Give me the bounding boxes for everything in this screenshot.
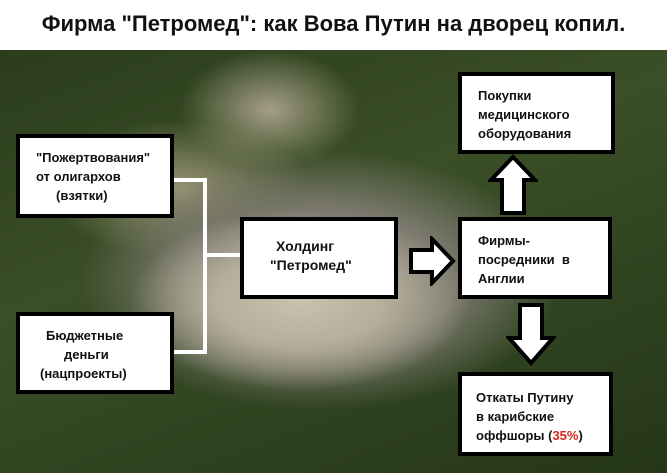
box-text: "Петромед"	[270, 257, 352, 273]
box-text: в карибские	[476, 409, 555, 424]
box-text: посредники в	[478, 252, 570, 267]
bracket-connector	[203, 253, 240, 257]
arrow-up-icon	[488, 154, 538, 215]
box-text: "Пожертвования"	[36, 150, 151, 165]
box-text: оффшоры (35%)	[476, 426, 609, 445]
box-text: )	[578, 428, 583, 443]
percentage-highlight: 35%	[552, 428, 579, 443]
purchases-box: Покупки медицинского оборудования	[458, 72, 615, 154]
holding-box: Холдинг "Петромед"	[240, 217, 398, 299]
box-text: Фирмы-	[478, 233, 530, 248]
box-text: Англии	[478, 271, 525, 286]
kickbacks-box: Откаты Путину в карибские оффшоры (35%)	[458, 372, 613, 456]
box-text: Бюджетные	[46, 328, 124, 343]
donations-box: "Пожертвования" от олигархов (взятки)	[16, 134, 174, 218]
box-text: медицинского	[478, 107, 570, 122]
bracket-connector	[203, 178, 207, 354]
arrow-right-icon	[409, 236, 456, 286]
bracket-connector	[173, 178, 206, 182]
intermediaries-box: Фирмы- посредники в Англии	[458, 217, 612, 299]
box-text: Покупки	[478, 88, 532, 103]
box-text: Холдинг	[276, 238, 335, 254]
box-text: оборудования	[478, 126, 572, 141]
box-text: (нацпроекты)	[40, 366, 127, 381]
box-text: Откаты Путину	[476, 390, 574, 405]
box-text: оффшоры (	[476, 428, 553, 443]
arrow-down-icon	[506, 303, 556, 366]
budget-box: Бюджетные деньги (нацпроекты)	[16, 312, 174, 394]
page-title: Фирма "Петромед": как Вова Путин на двор…	[0, 0, 667, 50]
box-text: (взятки)	[56, 188, 108, 203]
box-text: от олигархов	[36, 169, 121, 184]
box-text: деньги	[64, 347, 109, 362]
bracket-connector	[173, 350, 206, 354]
